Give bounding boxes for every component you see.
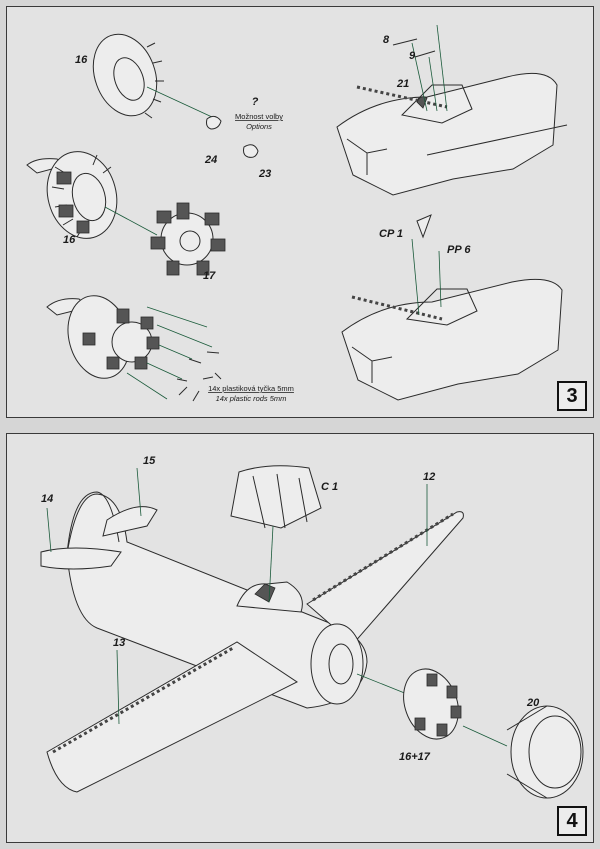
- callout-c1: C 1: [321, 481, 338, 493]
- step-4-drawing: 15 14 C 1 12 13 16+17 20: [40, 455, 584, 799]
- step-number-4: 4: [557, 806, 587, 836]
- exhaust-option-parts: [206, 115, 259, 158]
- callout-16-17: 16+17: [399, 751, 431, 763]
- callout-21: 21: [396, 78, 409, 90]
- callout-15: 15: [143, 455, 156, 467]
- callout-24: 24: [204, 154, 217, 166]
- step-number-3: 3: [557, 381, 587, 411]
- callout-16-mid: 16: [63, 234, 76, 246]
- callout-9: 9: [409, 50, 416, 62]
- callout-13: 13: [113, 637, 125, 649]
- cockpit-view-top: [336, 24, 568, 196]
- cockpit-view-bottom: [341, 214, 563, 401]
- step-3-panel: 16 16 17 24 23 8 9 21 CP 1 PP 6 ? Možnos…: [6, 6, 594, 418]
- callout-12: 12: [423, 471, 435, 483]
- rods-note-czech: 14x plastiková tyčka 5mm: [208, 384, 294, 393]
- callout-20: 20: [526, 697, 540, 709]
- radial-engine-part-17: [150, 202, 226, 276]
- options-note-english: Options: [246, 122, 272, 131]
- step-3-drawing: 16 16 17 24 23 8 9 21 CP 1 PP 6 ? Možnos…: [26, 24, 568, 403]
- callout-pp6: PP 6: [447, 244, 471, 256]
- options-note-czech: Možnost volby: [235, 112, 283, 121]
- callout-17: 17: [203, 270, 216, 282]
- cowl-ring-part-16: [92, 33, 213, 119]
- callout-8: 8: [383, 34, 390, 46]
- options-mark: ?: [252, 96, 259, 108]
- rods-note-english: 14x plastic rods 5mm: [216, 394, 287, 403]
- step-4-panel: 15 14 C 1 12 13 16+17 20 4: [6, 433, 594, 843]
- engine-with-rods: [46, 295, 222, 402]
- aircraft-assembly: [40, 465, 584, 799]
- callout-14: 14: [41, 493, 53, 505]
- engine-front-assembly: [26, 151, 158, 239]
- callout-16-top: 16: [75, 54, 88, 66]
- callout-23: 23: [258, 168, 271, 180]
- callout-cp1: CP 1: [379, 228, 403, 240]
